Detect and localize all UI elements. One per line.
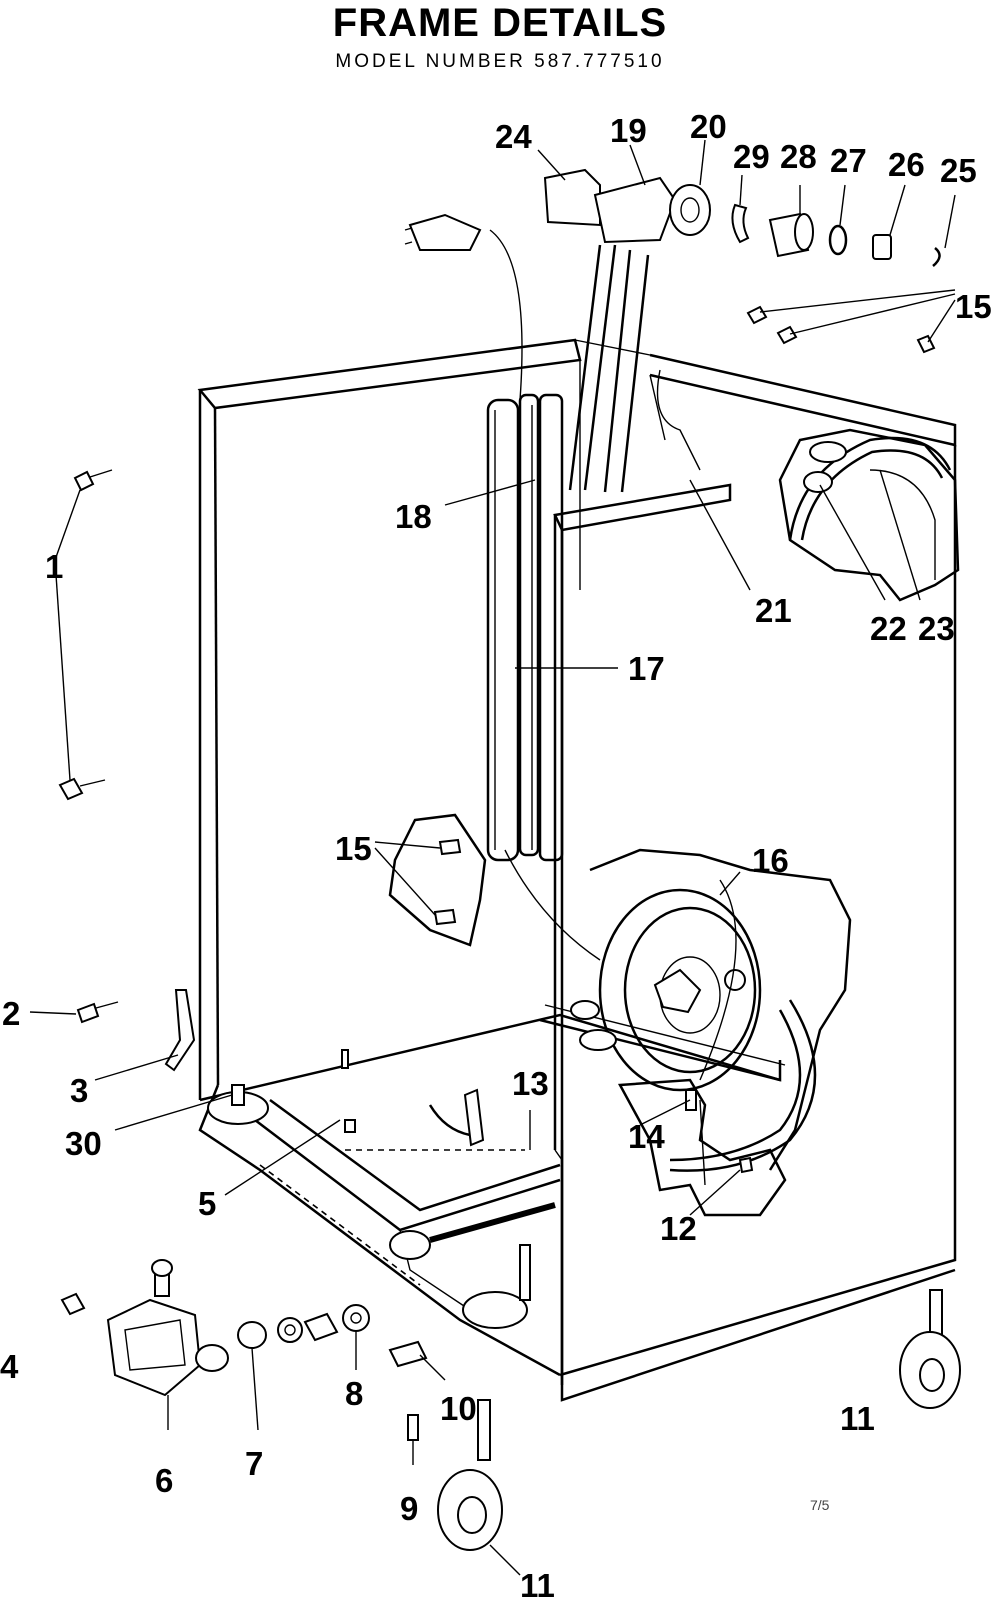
base-parts	[207, 1029, 617, 1329]
callout-21: 21	[755, 592, 792, 629]
leader-lines	[114, 139, 956, 1216]
callout-1: 1	[45, 548, 63, 585]
callout-12: 12	[660, 1210, 697, 1247]
wiring-harness	[489, 229, 650, 961]
callout-29: 29	[733, 138, 770, 175]
duct-assembly	[486, 393, 564, 862]
callout-27: 27	[830, 142, 867, 179]
callout-2: 2	[2, 995, 20, 1032]
drum-cutaway	[649, 369, 960, 602]
callout-19: 19	[610, 112, 647, 149]
model-number: MODEL NUMBER 587.777510	[335, 51, 665, 72]
callout-10: 10	[440, 1390, 477, 1427]
callout-4: 4	[0, 1348, 19, 1385]
casters	[437, 1289, 961, 1576]
callout-7: 7	[245, 1445, 263, 1482]
page-title: FRAME DETAILS	[332, 1, 668, 45]
callout-labels: 24 19 20 29 28 27 26 25 15 18 17 21 22 2…	[0, 108, 992, 1600]
callout-30: 30	[65, 1125, 102, 1162]
callout-28: 28	[780, 138, 817, 175]
page-mark: 7/5	[810, 1497, 830, 1513]
callout-3: 3	[70, 1072, 88, 1109]
callout-9: 9	[400, 1490, 418, 1527]
callout-15-middle: 15	[335, 830, 372, 867]
valve-assembly	[60, 1259, 446, 1465]
callout-17: 17	[628, 650, 665, 687]
callout-25: 25	[940, 152, 977, 189]
callout-24: 24	[495, 118, 532, 155]
callout-8: 8	[345, 1375, 363, 1412]
callout-5: 5	[198, 1185, 216, 1222]
base-cutaway	[617, 1078, 787, 1217]
callout-26: 26	[888, 146, 925, 183]
callout-22: 22	[870, 610, 907, 647]
blower-motor	[570, 848, 852, 1172]
screw-cutaway	[374, 813, 487, 947]
power-plug	[404, 213, 482, 251]
callout-16: 16	[752, 842, 789, 879]
callout-15-top: 15	[955, 288, 992, 325]
callout-11-right: 11	[840, 1400, 875, 1437]
callout-18: 18	[395, 498, 432, 535]
callout-14: 14	[628, 1118, 665, 1155]
callout-13: 13	[512, 1065, 549, 1102]
callout-6: 6	[155, 1462, 173, 1499]
callout-20: 20	[690, 108, 727, 145]
callout-11-bottom: 11	[520, 1567, 555, 1600]
top-parts	[543, 168, 956, 354]
callout-23: 23	[918, 610, 955, 647]
left-parts	[29, 469, 196, 1081]
cabinet-frame	[197, 338, 957, 1402]
